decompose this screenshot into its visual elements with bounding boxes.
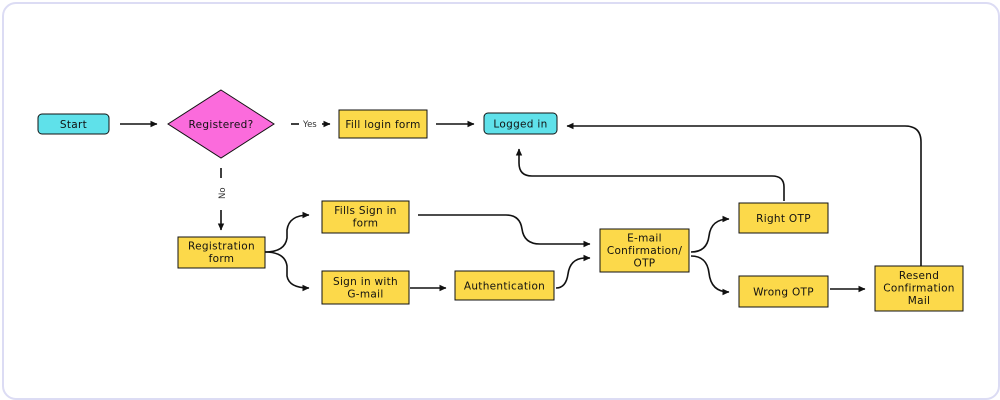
node-logged-in-label: Logged in — [493, 119, 547, 131]
node-registered[interactable]: Registered? — [167, 89, 275, 159]
node-email-confirmation-line3: OTP — [634, 258, 656, 270]
edge-resend-logged-in — [566, 122, 922, 266]
edge-registration-fills-sign-in — [264, 211, 310, 253]
node-wrong-otp[interactable]: Wrong OTP — [738, 275, 829, 308]
edge-fills-sign-in-email — [418, 214, 591, 248]
node-registration-form-line2: form — [209, 253, 235, 265]
node-email-confirmation-line2: Confirmation/ — [607, 245, 683, 257]
node-sign-in-gmail-line1: Sign in with — [333, 276, 398, 288]
node-resend-mail[interactable]: Resend Confirmation Mail — [874, 265, 964, 312]
node-fill-login[interactable]: Fill login form — [338, 109, 428, 139]
node-fills-sign-in-line1: Fills Sign in — [334, 205, 397, 217]
node-wrong-otp-label: Wrong OTP — [753, 287, 814, 299]
node-right-otp-label: Right OTP — [756, 213, 811, 225]
node-email-confirmation[interactable]: E-mail Confirmation/ OTP — [599, 228, 690, 273]
node-registration-form-line1: Registration — [188, 241, 255, 253]
edge-email-right-otp — [690, 215, 730, 253]
node-registration-form[interactable]: Registration form — [177, 236, 266, 269]
node-start-label: Start — [60, 119, 87, 131]
node-fill-login-label: Fill login form — [345, 119, 420, 131]
nodes: Start Registered? Fill login form Logged… — [37, 89, 964, 312]
edge-registration-sign-in-gmail — [264, 251, 310, 292]
edge-email-wrong-otp — [690, 255, 730, 296]
edge-label-no: No — [218, 187, 228, 199]
edge-labels: Yes No — [218, 120, 317, 199]
edge-authentication-email — [555, 254, 591, 289]
node-resend-mail-line1: Resend — [899, 270, 939, 282]
node-logged-in[interactable]: Logged in — [483, 112, 558, 135]
node-fills-sign-in[interactable]: Fills Sign in form — [321, 200, 410, 234]
node-authentication-label: Authentication — [464, 281, 545, 293]
node-sign-in-gmail-line2: G-mail — [347, 289, 383, 301]
edge-right-otp-logged-in — [515, 148, 785, 201]
node-resend-mail-line2: Confirmation — [883, 283, 955, 295]
node-fills-sign-in-line2: form — [353, 218, 379, 230]
node-email-confirmation-line1: E-mail — [627, 233, 662, 245]
edge-label-yes: Yes — [302, 120, 317, 130]
node-registered-label: Registered? — [189, 119, 254, 131]
node-right-otp[interactable]: Right OTP — [738, 202, 829, 234]
node-sign-in-gmail[interactable]: Sign in with G-mail — [321, 270, 410, 305]
node-start[interactable]: Start — [37, 113, 110, 135]
node-authentication[interactable]: Authentication — [454, 270, 555, 301]
node-resend-mail-line3: Mail — [908, 295, 931, 307]
edges — [120, 120, 922, 296]
